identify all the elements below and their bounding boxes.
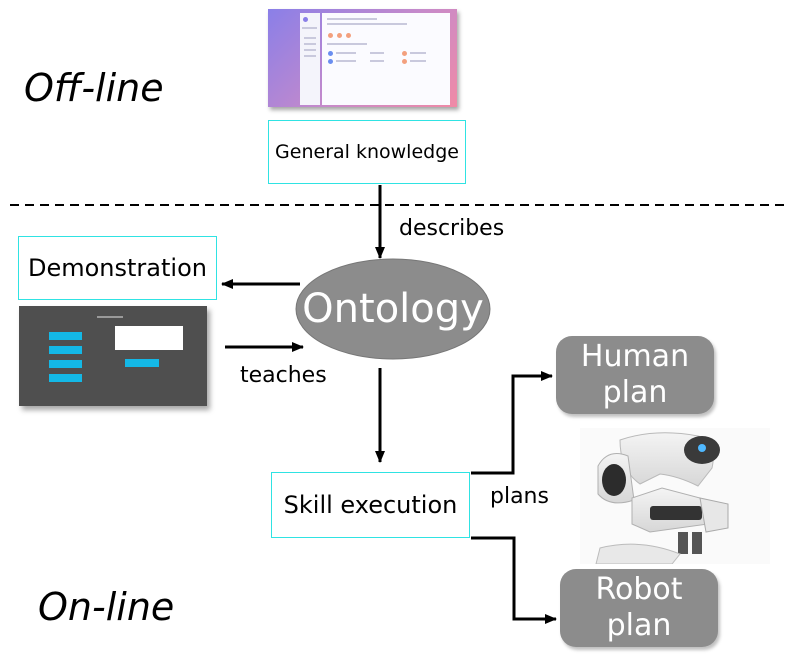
offline-label: Off-line [24,66,164,110]
plans-to-robot-arrow [471,536,557,624]
mockup-text-area [115,326,183,350]
mockup-button [49,374,82,382]
mockup-button [49,346,82,354]
general-knowledge-label: General knowledge [275,141,459,163]
online-label: On-line [38,585,175,629]
describes-label: describes [399,216,505,241]
teaches-label: teaches [240,363,327,388]
mockup-button [49,360,82,368]
robot-arm-image [580,428,770,564]
human-plan-line1: Human [580,339,690,374]
human-plan-line2: plan [602,375,668,410]
mockup-sidebar [300,13,320,105]
skill-execution-label: Skill execution [283,491,458,519]
mockup-main [322,13,450,105]
demonstration-label: Demonstration [28,254,207,282]
robot-plan-node: Robot plan [560,569,718,647]
mockup-submit-button [125,359,159,367]
knowledge-ui-screenshot [268,9,457,107]
ontology-label: Ontology [302,286,484,332]
mockup-title-line [97,316,123,318]
ontology-node [295,258,491,360]
plans-label: plans [490,484,549,509]
plans-to-human-arrow [471,371,553,475]
demonstration-ui-screenshot [19,306,207,406]
robot-plan-line1: Robot [595,572,683,607]
robot-plan-line2: plan [606,608,672,643]
general-knowledge-box: General knowledge [268,120,466,184]
mockup-button [49,332,82,340]
human-plan-node: Human plan [556,336,714,414]
demonstration-box: Demonstration [18,236,217,300]
skill-execution-box: Skill execution [271,472,470,538]
